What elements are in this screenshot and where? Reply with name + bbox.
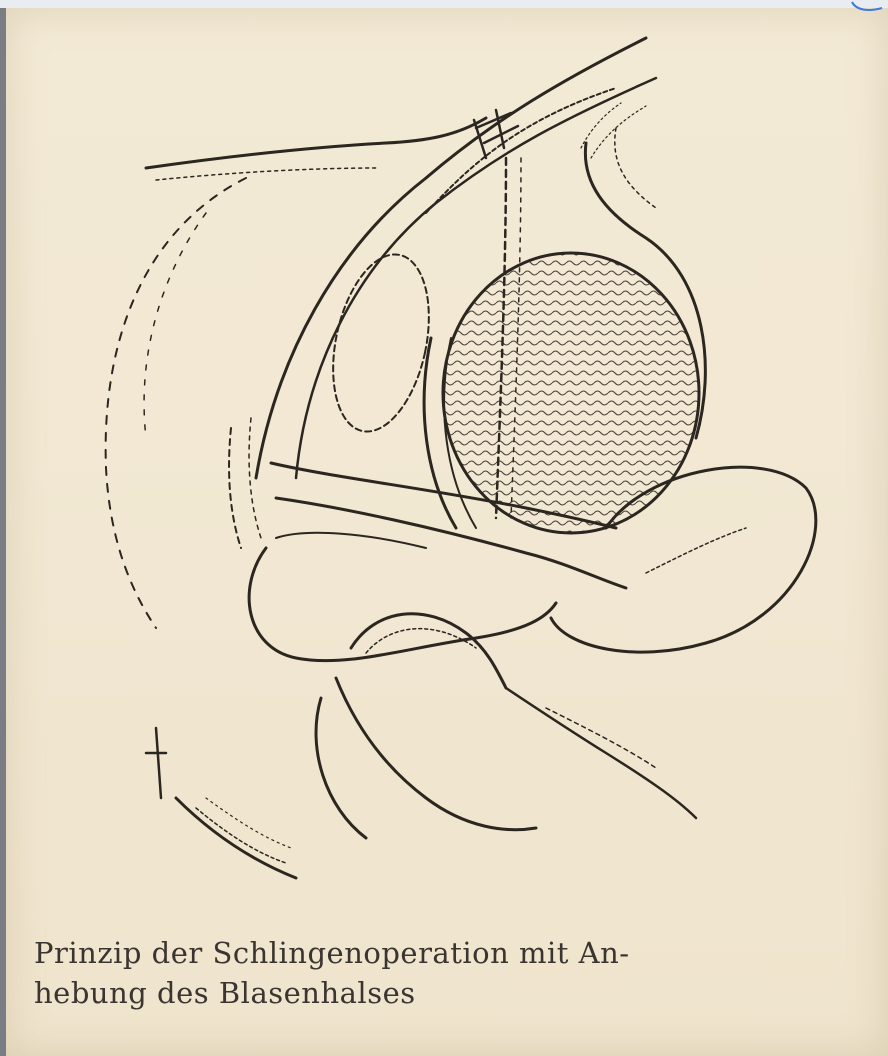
anatomical-drawing [6,8,888,908]
top-edge [0,0,888,8]
dashed-inner-arc [144,213,206,438]
book-page: Prinzip der Schlingenoperation mit An- h… [6,8,888,1056]
labium-fold [351,614,506,688]
top-fold [146,118,486,168]
caption-line-1: Prinzip der Schlingenoperation mit An- [34,933,834,973]
vaginal-wall [249,548,556,661]
figure-caption: Prinzip der Schlingenoperation mit An- h… [34,933,834,1013]
lower-fold-left [316,698,366,838]
lower-fold-right [506,688,696,818]
corner-arc-icon [848,0,888,14]
caption-line-2: hebung des Blasenhalses [34,973,834,1013]
dashed-outer-arc [106,178,246,628]
